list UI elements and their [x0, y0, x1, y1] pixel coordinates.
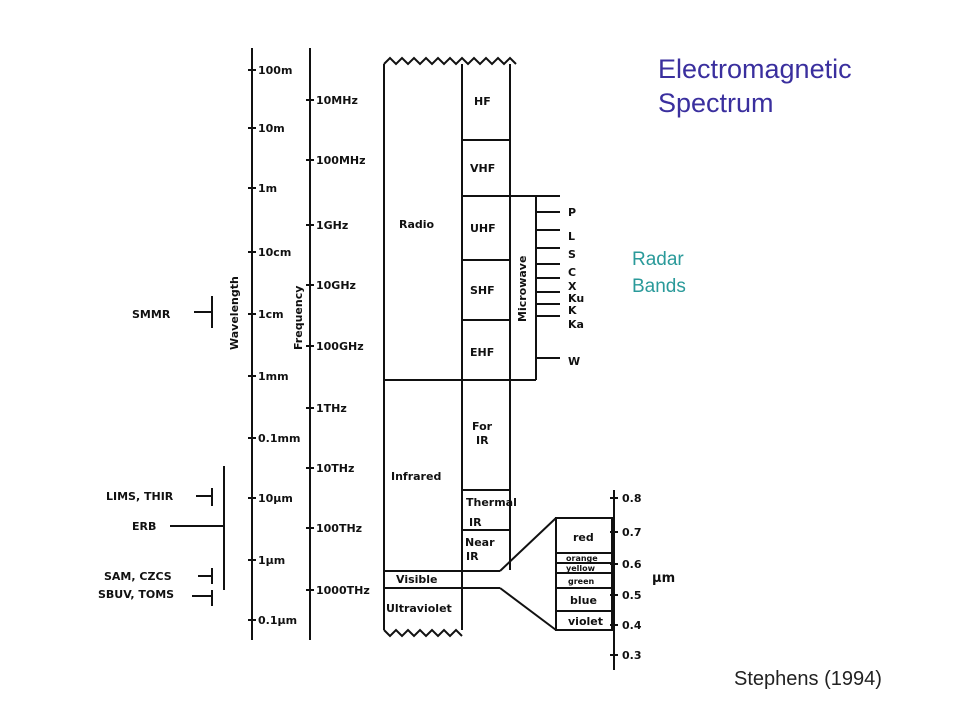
region-visible: Visible	[396, 573, 438, 586]
color-red: red	[573, 531, 594, 544]
radar-title-line-2: Bands	[632, 276, 686, 297]
wavelength-tick-label: 1μm	[258, 554, 285, 567]
title-line-1: Electromagnetic	[658, 54, 852, 84]
region-ultraviolet: Ultraviolet	[386, 602, 452, 615]
um-tick-label: 0.4	[622, 619, 642, 632]
frequency-tick-label: 10MHz	[316, 94, 358, 107]
instrument-sam-czcs: SAM, CZCS	[104, 570, 172, 583]
um-tick-label: 0.5	[622, 589, 642, 602]
frequency-tick-label: 100MHz	[316, 154, 366, 167]
instrument-lims-thir: LIMS, THIR	[106, 490, 174, 503]
frequency-tick-label: 100GHz	[316, 340, 364, 353]
diagram-title: Electromagnetic Spectrum	[658, 52, 852, 120]
top-zigzag	[383, 56, 517, 66]
instrument-smmr: SMMR	[132, 308, 171, 321]
subregion-uhf: UHF	[470, 222, 496, 235]
color-violet: violet	[568, 615, 603, 628]
radar-band-x: X	[568, 280, 577, 293]
instrument-erb: ERB	[132, 520, 156, 533]
wavelength-tick-label: 1cm	[258, 308, 284, 321]
wavelength-tick-label: 0.1μm	[258, 614, 297, 627]
frequency-tick-label: 1THz	[316, 402, 347, 415]
wavelength-tick-label: 1m	[258, 182, 277, 195]
radar-bands-title: Radar Bands	[632, 246, 686, 300]
radar-band-w: W	[568, 355, 580, 368]
um-tick-label: 0.3	[622, 649, 642, 662]
radar-title-line-1: Radar	[632, 249, 684, 270]
credit-text: Stephens (1994)	[734, 668, 882, 690]
um-unit-label: μm	[652, 571, 675, 586]
microwave-label: Microwave	[516, 256, 529, 322]
radar-band-s: S	[568, 248, 576, 261]
bottom-zigzag	[383, 628, 463, 638]
instrument-sbuv-toms: SBUV, TOMS	[98, 588, 174, 601]
visible-expansion-lines	[499, 517, 557, 631]
frequency-tick-label: 10GHz	[316, 279, 356, 292]
subregion-ehf: EHF	[470, 346, 494, 359]
frequency-tick-label: 10THz	[316, 462, 354, 475]
color-blue: blue	[570, 594, 597, 607]
um-tick-label: 0.8	[622, 492, 642, 505]
frequency-tick-label: 1GHz	[316, 219, 348, 232]
region-radio: Radio	[399, 218, 435, 231]
subregion-shf: SHF	[470, 284, 495, 297]
region-infrared: Infrared	[391, 470, 441, 483]
frequency-tick-label: 1000THz	[316, 584, 370, 597]
wavelength-tick-label: 0.1mm	[258, 432, 300, 445]
subregion-thermal-ir-1: Thermal	[466, 496, 517, 509]
radar-band-l: L	[568, 230, 575, 243]
color-green: green	[568, 577, 595, 586]
radar-band-ku: Ku	[568, 292, 584, 305]
subregion-near-ir-2: IR	[466, 550, 479, 563]
wavelength-tick-label: 10m	[258, 122, 285, 135]
subregion-near-ir-1: Near	[465, 536, 495, 549]
wavelength-axis-label: Wavelength	[228, 276, 241, 350]
radar-band-ka: Ka	[568, 318, 584, 331]
frequency-tick-label: 100THz	[316, 522, 362, 535]
subregion-for-ir-1: For	[472, 420, 493, 433]
title-line-2: Spectrum	[658, 88, 774, 118]
radar-band-p: P	[568, 206, 576, 219]
main-region-box	[383, 64, 511, 630]
radar-band-c: C	[568, 266, 576, 279]
frequency-axis-label: Frequency	[292, 286, 305, 350]
subregion-for-ir-2: IR	[476, 434, 489, 447]
wavelength-tick-label: 1mm	[258, 370, 289, 383]
wavelength-tick-label: 10cm	[258, 246, 291, 259]
subregion-thermal-ir-2: IR	[469, 516, 482, 529]
um-tick-label: 0.7	[622, 526, 642, 539]
wavelength-tick-label: 10μm	[258, 492, 293, 505]
color-yellow: yellow	[566, 564, 596, 573]
subregion-hf: HF	[474, 95, 491, 108]
subregion-vhf: VHF	[470, 162, 495, 175]
wavelength-tick-label: 100m	[258, 64, 292, 77]
um-tick-label: 0.6	[622, 558, 642, 571]
radar-band-ticks	[536, 211, 560, 359]
radar-band-k: K	[568, 304, 577, 317]
color-orange: orange	[566, 554, 598, 563]
visible-color-dividers	[556, 552, 612, 612]
